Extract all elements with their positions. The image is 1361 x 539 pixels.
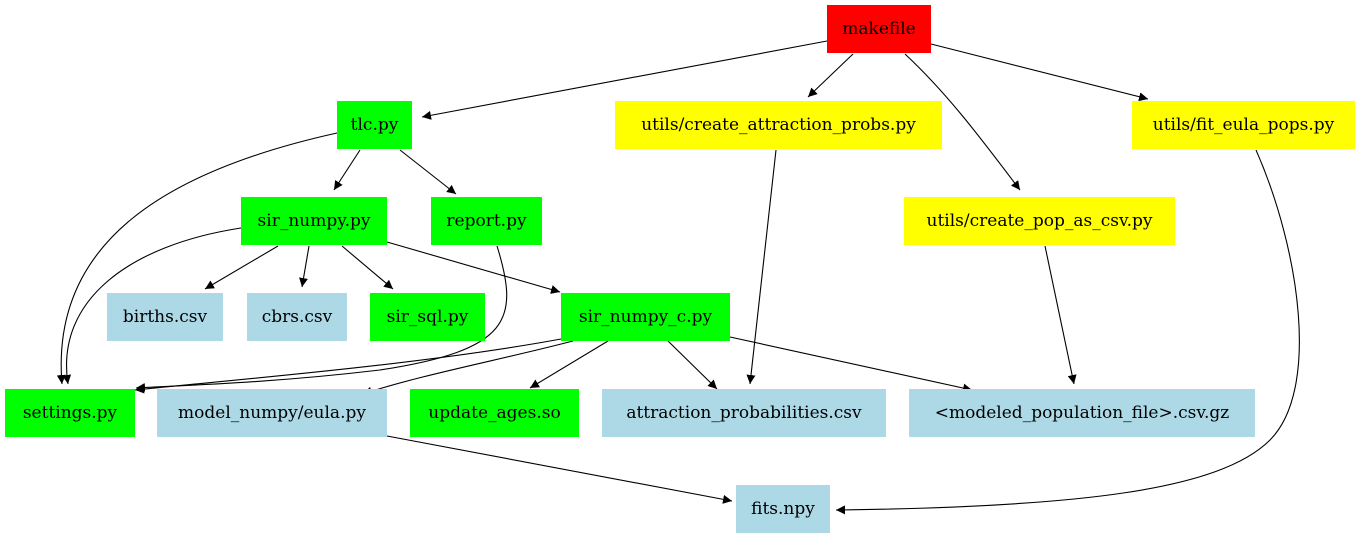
node-modeled-population-file: <modeled_population_file>.csv.gz — [909, 389, 1255, 437]
edge-sir_numpy-to-births — [204, 245, 279, 290]
edge-sir_numpy-to-cbrs — [299, 245, 310, 288]
edge-sir_numpy-to-sir_sql — [341, 245, 394, 290]
edge-sir_numpy_c-to-update_ages — [529, 340, 609, 389]
node-sir-numpy-c-py: sir_numpy_c.py — [561, 293, 730, 341]
node-sir-sql-py: sir_sql.py — [370, 293, 485, 341]
node-settings-py: settings.py — [5, 389, 135, 437]
node-births-csv: births.csv — [107, 293, 223, 341]
edge-create_attr-to-attr_probs — [746, 149, 777, 385]
edge-report-to-settings — [135, 245, 508, 392]
edge-sir_numpy_c-to-attr_probs — [667, 340, 718, 390]
edge-sir_numpy_c-to-settings — [134, 338, 562, 394]
edge-eula-to-fits — [386, 435, 733, 504]
edge-makefile-to-create_attr — [807, 53, 854, 98]
edge-tlc-to-report — [399, 149, 457, 195]
edge-tlc-to-sir_numpy — [333, 149, 361, 191]
edge-sir_numpy_c-to-eula — [362, 340, 574, 396]
node-create-attraction-probs-py: utils/create_attraction_probs.py — [615, 101, 942, 149]
node-tlc-py: tlc.py — [337, 101, 412, 149]
edge-tlc-to-settings — [56, 132, 338, 385]
node-sir-numpy-py: sir_numpy.py — [241, 197, 387, 245]
edge-create_pop-to-modeled_pop — [1044, 245, 1077, 385]
node-model-numpy-eula-py: model_numpy/eula.py — [157, 389, 387, 437]
node-fits-npy: fits.npy — [736, 485, 830, 533]
edge-fit_eula-to-fits — [835, 149, 1300, 515]
node-fit-eula-pops-py: utils/fit_eula_pops.py — [1132, 101, 1355, 149]
edge-makefile-to-create_pop — [904, 53, 1021, 191]
edge-sir_numpy_c-to-modeled_pop — [729, 336, 973, 393]
node-attraction-probabilities-csv: attraction_probabilities.csv — [602, 389, 886, 437]
node-makefile: makefile — [827, 5, 931, 53]
node-cbrs-csv: cbrs.csv — [247, 293, 347, 341]
edge-sir_numpy-to-sir_numpy_c — [386, 241, 561, 294]
edge-sir_numpy-to-settings — [62, 227, 242, 385]
node-update-ages-so: update_ages.so — [410, 389, 579, 437]
node-report-py: report.py — [431, 197, 542, 245]
edge-makefile-to-tlc — [421, 40, 828, 120]
edge-makefile-to-fit_eula — [930, 43, 1149, 102]
node-create-pop-as-csv-py: utils/create_pop_as_csv.py — [904, 197, 1175, 245]
